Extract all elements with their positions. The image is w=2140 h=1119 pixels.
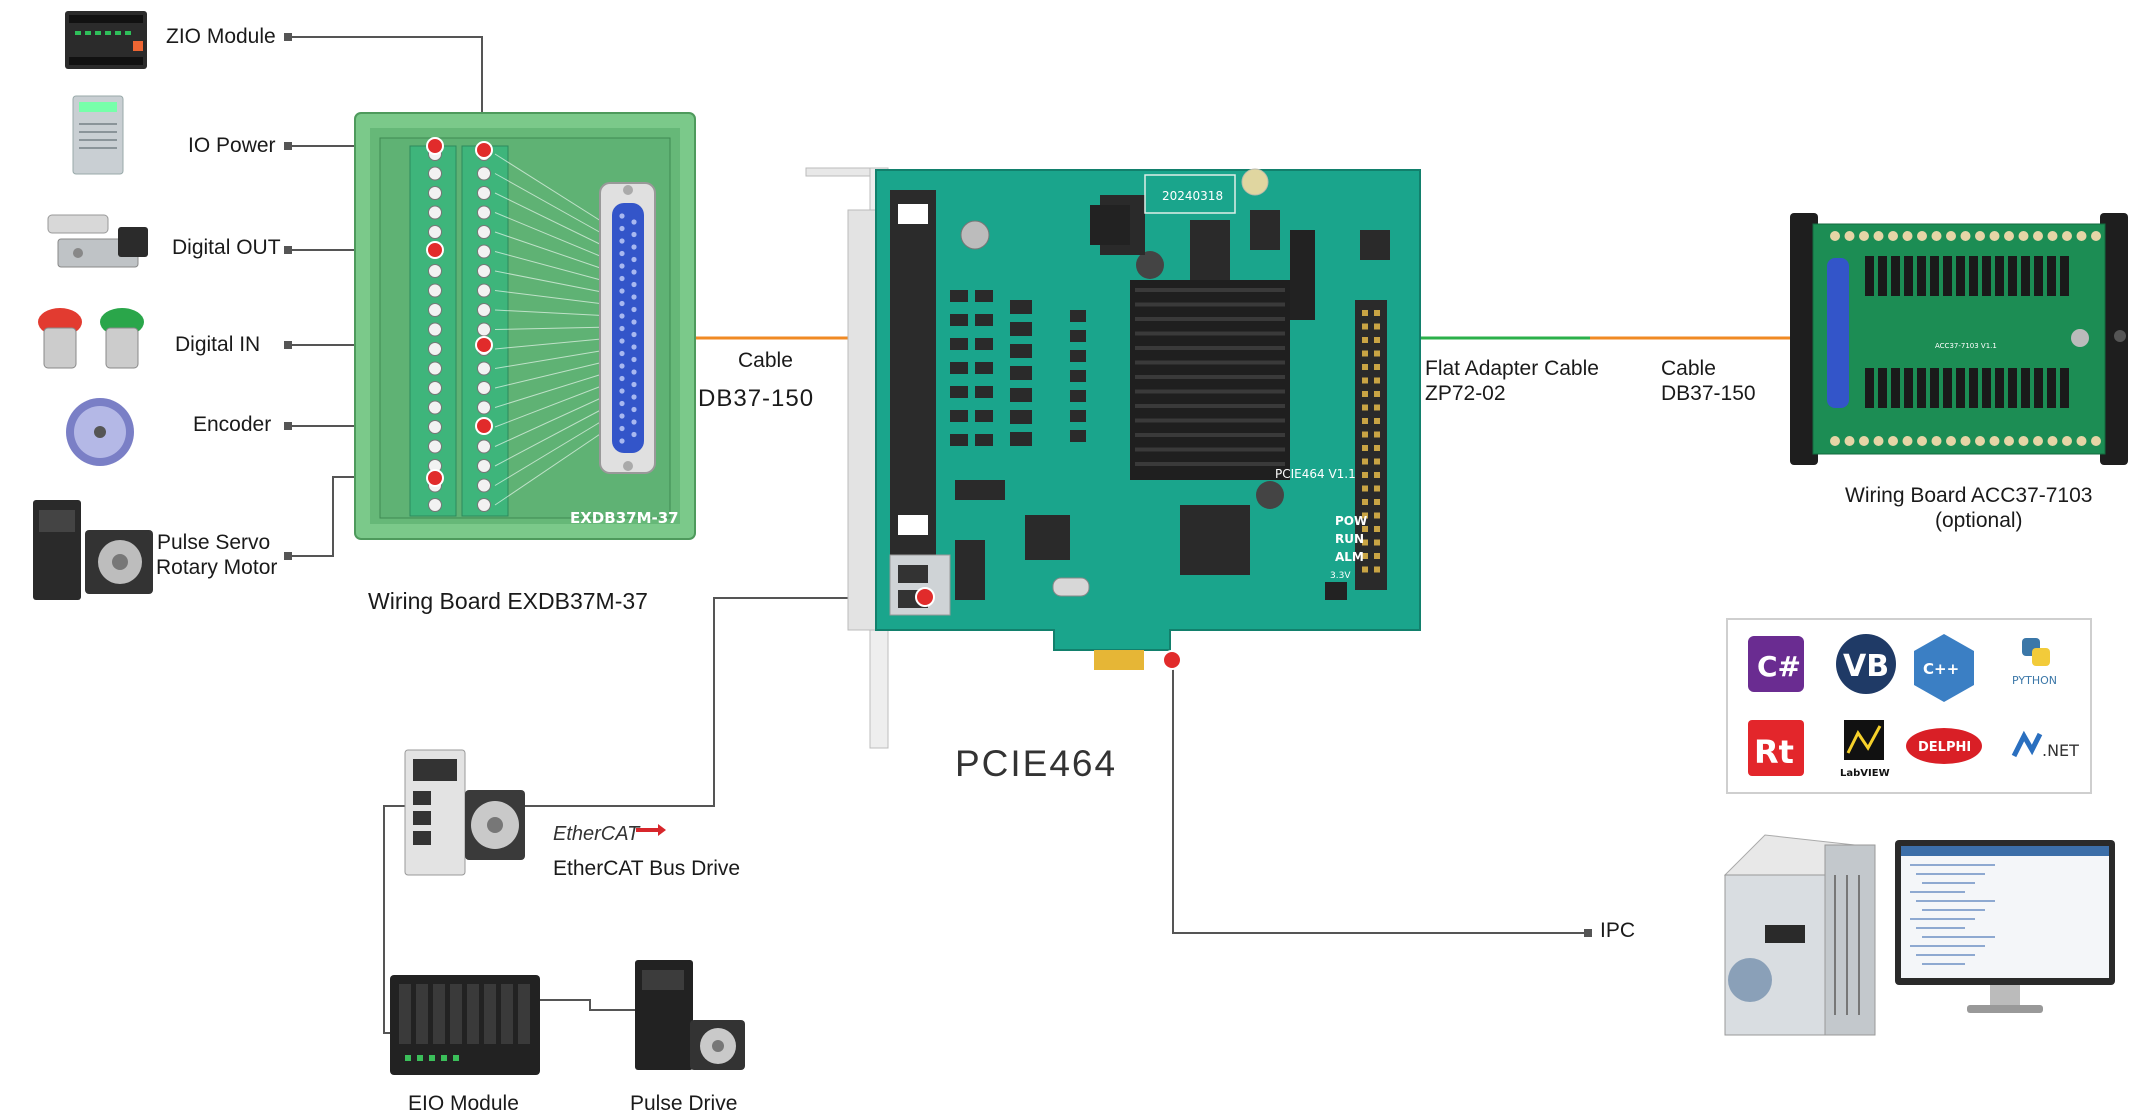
vb-logo — [1836, 634, 1896, 694]
ethercat-drive-label: EtherCAT Bus Drive — [553, 857, 741, 880]
rt-logo — [1748, 720, 1804, 776]
python-text: PYTHON — [2012, 674, 2057, 687]
led-run: RUN — [1335, 532, 1364, 546]
language-logos: C# VB C++ PYTHON Rt LabVIEW DELPHI .NET — [1748, 634, 2079, 779]
ipc-label: IPC — [1600, 919, 1636, 942]
board-right-caption-1: Wiring Board ACC37-7103 — [1845, 484, 2093, 507]
board-left-silk: EXDB37M-37 — [570, 509, 679, 527]
cable-left-label: Cable — [738, 349, 793, 372]
vb-text: VB — [1843, 649, 1889, 684]
encoder-label: Encoder — [193, 413, 272, 436]
board-right-silk: ACC37-7103 V1.1 — [1935, 342, 1997, 350]
board-right-caption-2: (optional) — [1935, 509, 2023, 532]
delphi-text: DELPHI — [1918, 740, 1971, 755]
flat-cable-label: Flat Adapter Cable — [1425, 357, 1599, 380]
cable-right-label: Cable — [1661, 357, 1716, 380]
marker-pcie-slot — [1162, 650, 1182, 670]
ethercat-logo-text: EtherCAT — [553, 823, 640, 845]
encoder-image — [66, 398, 134, 466]
card-date-silk: 20240318 — [1162, 189, 1223, 203]
leader-ipc — [1172, 660, 1588, 934]
servo-label-line1: Pulse Servo — [157, 531, 271, 554]
heatsink — [1130, 280, 1290, 480]
zio-module-label: ZIO Module — [166, 25, 276, 48]
pulse-drive-label: Pulse Drive — [630, 1092, 738, 1115]
card-model-silk: PCIE464 V1.1 — [1275, 467, 1356, 481]
io-power-image — [72, 95, 124, 175]
cpp-text: C++ — [1923, 660, 1959, 678]
board-left-caption: Wiring Board EXDB37M-37 — [368, 588, 648, 614]
io-power-label: IO Power — [188, 134, 276, 157]
voltage-silk: 3.3V — [1330, 571, 1351, 581]
chip-mcu — [1180, 505, 1250, 575]
leader-pulse-drive — [540, 999, 640, 1011]
dotnet-logo — [2011, 730, 2043, 758]
cable-left-model: DB37-150 — [698, 385, 815, 412]
pulse-servo-motor-image — [33, 500, 153, 600]
eio-module-image — [390, 975, 540, 1075]
flat-cable-model: ZP72-02 — [1425, 382, 1506, 405]
labview-text: LabVIEW — [1840, 768, 1890, 779]
pulse-drive-image — [635, 960, 745, 1070]
ethercat-bus-drive-image — [404, 749, 525, 876]
digital-out-valve-image — [47, 214, 148, 268]
ethercat-logo-arrow — [636, 824, 666, 836]
digital-in-buttons-image — [38, 308, 144, 369]
rt-text: Rt — [1754, 733, 1794, 771]
digital-out-label: Digital OUT — [172, 236, 281, 259]
pcie-gold-fingers — [1094, 650, 1144, 670]
zio-module-image — [65, 11, 147, 69]
dotnet-text: .NET — [2042, 741, 2079, 760]
leader-ethercat — [485, 597, 925, 807]
flat-cable-header — [1355, 300, 1387, 590]
cable-right-model: DB37-150 — [1661, 382, 1756, 405]
cpp-logo — [1914, 634, 1974, 702]
leader-eio — [383, 805, 420, 1034]
db37-right-connector — [1827, 258, 1849, 408]
db37-card-connector — [890, 190, 936, 555]
ipc-computer-image — [1723, 834, 2115, 1036]
delphi-logo — [1906, 728, 1982, 764]
csharp-text: C# — [1757, 650, 1801, 683]
led-pow: POW — [1335, 514, 1367, 528]
digital-in-label: Digital IN — [175, 333, 261, 356]
pcie464-card: 20240318 PCIE464 V1.1 POW RUN ALM 3.3V — [805, 167, 1421, 749]
led-alm: ALM — [1335, 550, 1364, 564]
csharp-logo — [1748, 636, 1804, 692]
wiring-board-acc37: ACC37-7103 V1.1 — [1790, 213, 2128, 465]
wiring-board-exdb37m: EXDB37M-37 — [354, 112, 696, 540]
servo-label-line2: Rotary Motor — [156, 556, 278, 579]
leader-zio — [288, 36, 483, 148]
eio-module-label: EIO Module — [408, 1092, 519, 1115]
card-title: PCIE464 — [955, 743, 1118, 784]
marker-ethercat-port — [915, 587, 935, 607]
